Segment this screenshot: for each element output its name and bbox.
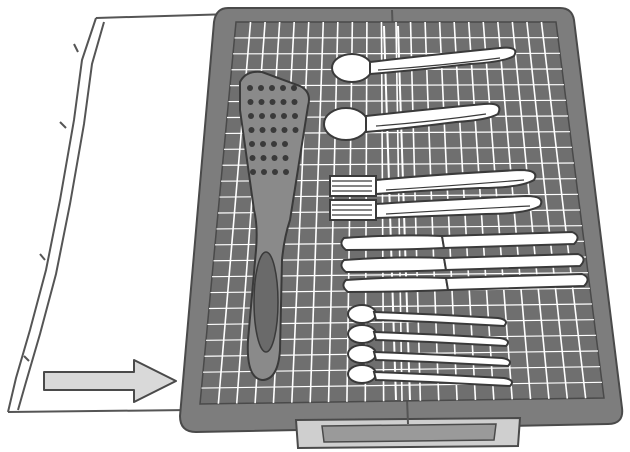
spatula-hole <box>282 127 288 133</box>
spatula-hole <box>270 99 276 105</box>
spatula-hole <box>272 155 278 161</box>
spatula-hole <box>280 85 286 91</box>
spatula-hole <box>260 127 266 133</box>
spatula-hole <box>249 127 255 133</box>
spatula-hole <box>271 127 277 133</box>
spatula-hole <box>249 141 255 147</box>
spatula-hole <box>259 99 265 105</box>
arrow-right-icon <box>44 360 176 402</box>
spatula-hole <box>248 113 254 119</box>
spatula-hole <box>270 113 276 119</box>
spatula-hole <box>261 155 267 161</box>
spatula-hole <box>247 85 253 91</box>
spatula-hole <box>269 85 275 91</box>
spatula-hole <box>291 85 297 91</box>
spatula-hole <box>281 113 287 119</box>
spatula-hole <box>258 85 264 91</box>
spatula-hole <box>292 113 298 119</box>
spatula-hole <box>293 127 299 133</box>
spatula-hole <box>250 155 256 161</box>
spatula-hole <box>282 141 288 147</box>
spatula-hole <box>283 155 289 161</box>
spatula-hole <box>272 169 278 175</box>
spatula-hole <box>292 99 298 105</box>
spatula-hole <box>283 169 289 175</box>
spatula-hole <box>281 99 287 105</box>
knives <box>341 232 587 292</box>
spatula-hole <box>248 99 254 105</box>
spatula-hole <box>271 141 277 147</box>
spatula-hole <box>260 141 266 147</box>
spatula-hole <box>259 113 265 119</box>
spatula-hole <box>261 169 267 175</box>
spatula-hole <box>250 169 256 175</box>
